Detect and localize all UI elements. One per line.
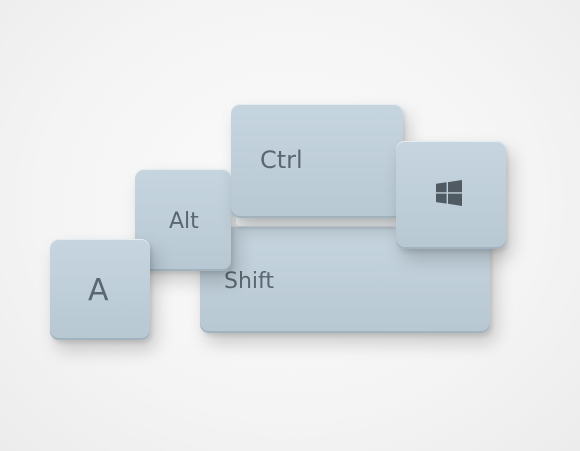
shift-key-label: Shift [224, 269, 275, 294]
ctrl-key[interactable]: Ctrl [231, 104, 403, 218]
ctrl-key-rim [236, 217, 396, 226]
alt-key-label: Alt [169, 209, 199, 234]
windows-logo-icon [436, 180, 462, 206]
a-key[interactable]: A [50, 239, 150, 340]
alt-key[interactable]: Alt [135, 169, 231, 271]
a-key-label: A [88, 273, 109, 308]
ctrl-key-label: Ctrl [260, 146, 303, 174]
